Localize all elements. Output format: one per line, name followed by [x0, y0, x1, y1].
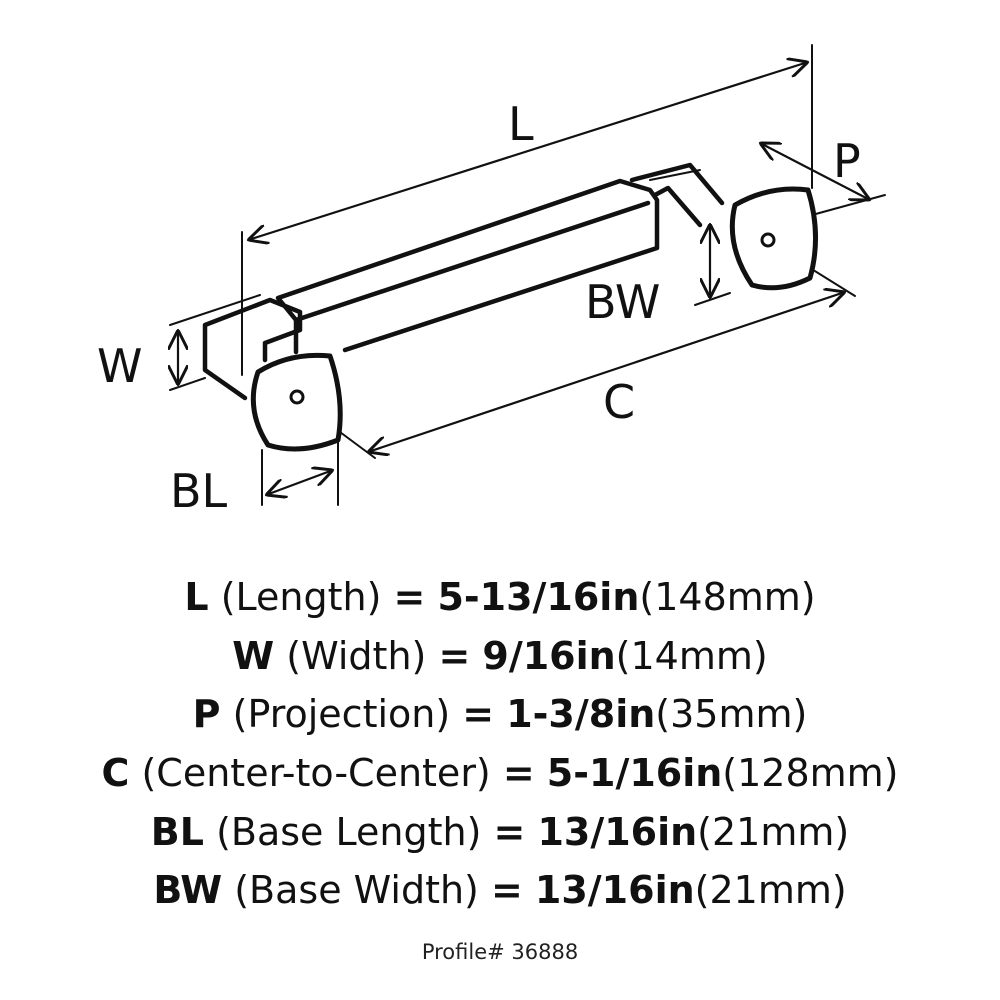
spec-imperial: 13/16in — [537, 809, 698, 854]
spec-imperial: 13/16in — [534, 868, 695, 913]
spec-imperial: 9/16in — [482, 633, 616, 678]
spec-width: W (Width) = 9/16in(14mm) — [0, 627, 1000, 686]
spec-imperial: 5-1/16in — [546, 751, 723, 796]
spec-key: P — [192, 692, 221, 737]
label-W: W — [97, 339, 142, 393]
dim-line-BL — [266, 470, 333, 495]
spec-base-length: BL (Base Length) = 13/16in(21mm) — [0, 803, 1000, 862]
spec-desc: (Projection) — [232, 692, 451, 737]
dim-line-P — [760, 143, 870, 200]
spec-desc: (Center-to-Center) — [141, 751, 491, 796]
spec-eq: = — [393, 575, 426, 619]
spec-key: BW — [153, 868, 223, 913]
spec-desc: (Base Width) — [234, 868, 479, 913]
pull-handle-drawing: L P BW C W BL — [97, 44, 886, 518]
label-L: L — [508, 97, 534, 151]
spec-metric: (21mm) — [697, 809, 850, 854]
spec-desc: (Width) — [286, 633, 427, 678]
spec-eq: = — [502, 751, 535, 796]
spec-center-to-center: C (Center-to-Center) = 5-1/16in(128mm) — [0, 744, 1000, 803]
spec-metric: (128mm) — [722, 751, 899, 796]
specifications-list: L (Length) = 5-13/16in(148mm) W (Width) … — [0, 568, 1000, 920]
dim-line-C — [368, 292, 845, 452]
spec-metric: (148mm) — [639, 575, 816, 619]
dim-line-L — [248, 62, 808, 240]
profile-number: Profile# 36888 — [421, 940, 579, 964]
label-P: P — [833, 134, 861, 188]
spec-length: L (Length) = 5-13/16in(148mm) — [0, 568, 1000, 627]
spec-desc: (Length) — [220, 575, 382, 619]
spec-key: W — [232, 633, 275, 678]
label-C: C — [603, 375, 635, 429]
spec-desc: (Base Length) — [216, 809, 482, 854]
spec-metric: (35mm) — [655, 692, 808, 737]
spec-eq: = — [490, 868, 523, 913]
spec-eq: = — [462, 692, 495, 737]
label-BL: BL — [170, 464, 228, 518]
spec-eq: = — [493, 809, 526, 854]
spec-key: L — [184, 575, 209, 619]
spec-imperial: 1-3/8in — [506, 692, 656, 737]
label-BW: BW — [585, 275, 660, 329]
left-base — [250, 352, 343, 452]
spec-eq: = — [438, 633, 471, 678]
spec-base-width: BW (Base Width) = 13/16in(21mm) — [0, 861, 1000, 920]
spec-metric: (21mm) — [694, 868, 847, 913]
spec-projection: P (Projection) = 1-3/8in(35mm) — [0, 685, 1000, 744]
spec-key: BL — [150, 809, 204, 854]
spec-imperial: 5-13/16in — [437, 575, 640, 619]
spec-key: C — [101, 751, 130, 796]
right-base — [729, 186, 818, 291]
spec-metric: (14mm) — [615, 633, 768, 678]
handle-body — [202, 162, 725, 401]
